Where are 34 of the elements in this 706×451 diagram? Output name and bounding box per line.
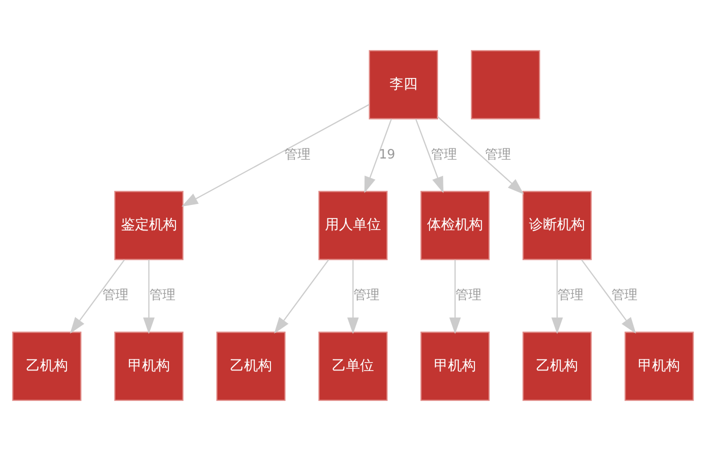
arrow [415,118,444,194]
arrow [347,260,359,334]
edge-label: 管理 [284,147,310,162]
edge-label: 19 [378,147,396,162]
node-box: 李四 [368,50,438,120]
arrow [437,116,524,194]
edge-label: 管理 [612,288,638,304]
arrow [364,118,392,194]
edge-label: 管理 [149,288,176,304]
arrow [70,259,125,334]
node-box: 体检机构 [420,190,490,260]
node-box: 乙机构 [522,332,592,401]
arrow [551,260,563,334]
edge-label: 管理 [102,288,128,304]
node-box: 乙单位 [318,332,388,401]
node-box: 鉴定机构 [114,190,184,260]
node-box [470,50,540,120]
arrow [143,260,155,334]
edge-label: 管理 [353,288,380,304]
edge-label: 管理 [558,288,584,304]
node-box: 甲机构 [420,332,490,401]
arrow [449,260,461,334]
node-box: 甲机构 [114,332,184,401]
node-box: 甲机构 [624,332,694,401]
edge-label: 管理 [484,147,511,162]
edge-label: 管理 [456,288,482,304]
node-box: 诊断机构 [522,190,592,260]
arrow [274,259,330,334]
node-box: 乙机构 [216,332,286,401]
node-box: 用人单位 [318,190,388,260]
arrow [182,104,370,207]
node-box: 乙机构 [12,332,82,401]
arrow [581,259,636,334]
edge-label: 管理 [430,147,457,162]
